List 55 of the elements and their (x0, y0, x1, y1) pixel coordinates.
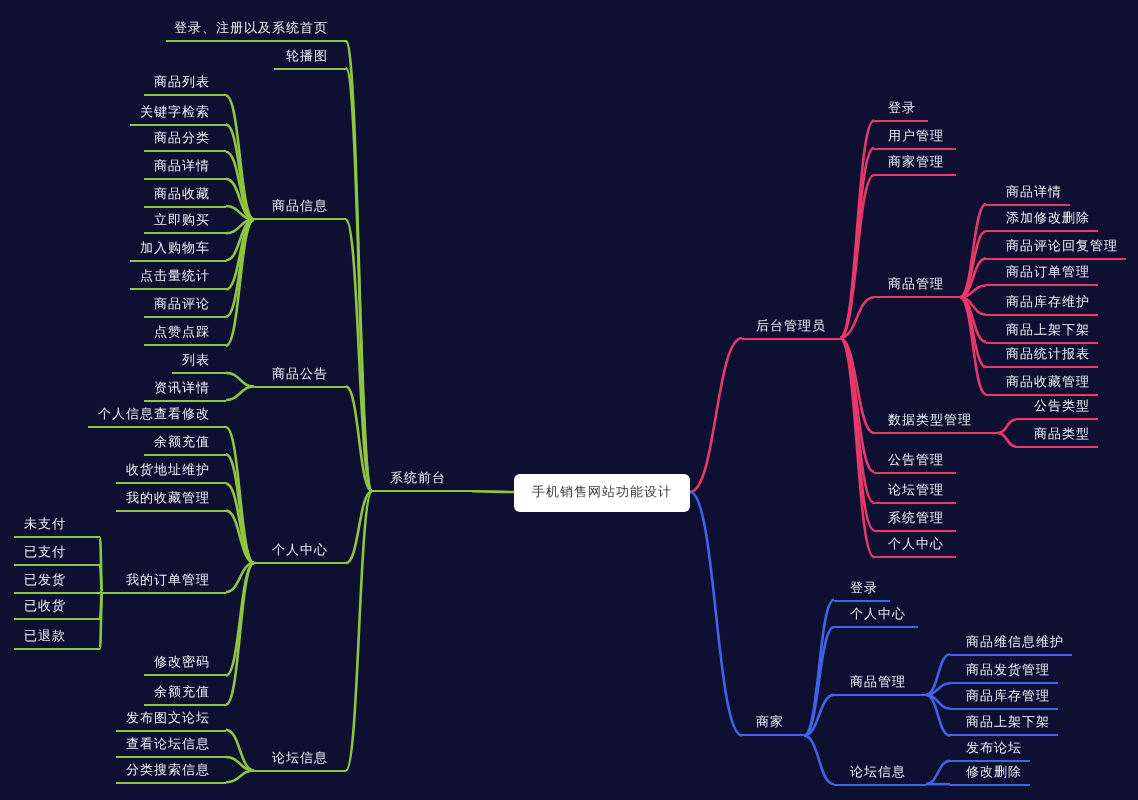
branch-line (959, 284, 987, 299)
branch-line (472, 489, 514, 494)
branch-line (225, 426, 255, 564)
branch-line (959, 295, 987, 316)
branch-line (345, 490, 373, 565)
branch-line (225, 94, 255, 221)
branch-line (225, 371, 255, 388)
branch-line (925, 693, 951, 737)
branch-line (344, 218, 374, 492)
branch-line (997, 431, 1017, 448)
branch-line (225, 769, 255, 784)
branch-line (225, 562, 255, 706)
branch-line (225, 728, 255, 772)
branch-line (803, 734, 835, 786)
branch-line (225, 561, 255, 677)
branch-line (925, 693, 951, 710)
branch-line (225, 385, 255, 402)
branch-line (225, 218, 255, 291)
branch-line (225, 561, 255, 594)
branch-line (925, 681, 951, 697)
branch-line (803, 598, 835, 737)
branch-line (925, 652, 951, 697)
branch-line (959, 296, 987, 396)
branch-line (344, 490, 374, 772)
branch-line (959, 257, 987, 299)
branch-line (225, 123, 255, 221)
branch-line (689, 336, 743, 494)
branch-line (997, 418, 1017, 435)
branch-line (925, 759, 951, 786)
branch-line (98, 591, 104, 649)
branch-line (839, 295, 875, 340)
branch-line (98, 591, 104, 620)
branch-line (926, 782, 950, 786)
branch-line (225, 150, 255, 221)
branch-line (959, 202, 987, 299)
branch-line (225, 204, 255, 221)
branch-line (803, 625, 835, 737)
branch-line (345, 385, 373, 493)
branch-line (803, 693, 835, 737)
branch-line (959, 296, 987, 369)
branch-line (225, 218, 255, 235)
branch-line (225, 755, 255, 772)
branch-line (225, 218, 255, 347)
branch-line (689, 491, 743, 737)
branch-line (98, 564, 104, 593)
branch-line (839, 336, 875, 435)
branch-line (959, 230, 987, 299)
branch-line (225, 218, 255, 262)
branch-line (225, 218, 255, 318)
branch-line (225, 177, 255, 221)
branch-line (839, 336, 875, 473)
branch-line (225, 482, 255, 565)
branch-line (225, 509, 255, 565)
branch-line (225, 453, 255, 565)
branch-line (959, 295, 987, 344)
